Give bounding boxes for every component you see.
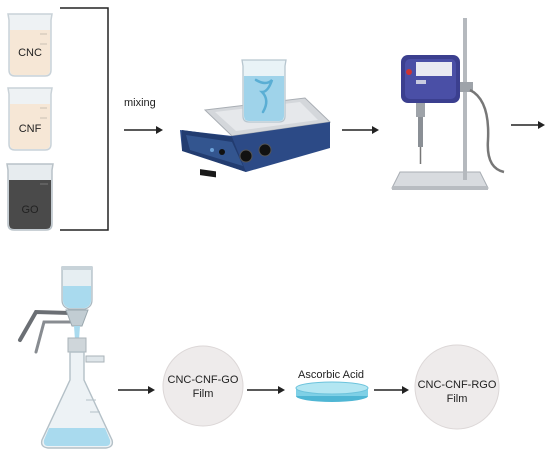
mixing-label: mixing [124, 97, 156, 109]
magnetic-stirrer-hotplate [180, 59, 332, 178]
ultrasonic-homogenizer [391, 18, 505, 190]
cnc-label: CNC [18, 47, 42, 59]
arrow-to-rgo-film [374, 386, 409, 394]
arrow-to-hotplate [124, 126, 163, 134]
cnf-liquid [10, 104, 50, 149]
cnc-beaker: CNC [7, 13, 53, 77]
rgo-film-label-line1: CNC-CNF-RGO [418, 379, 497, 391]
go-film-label-line1: CNC-CNF-GO [168, 374, 239, 386]
go-label: GO [21, 204, 39, 216]
arrow-to-filtration [511, 121, 545, 129]
petri-dish [295, 381, 369, 402]
arrow-to-go-film [118, 386, 155, 394]
cnc-liquid [10, 30, 50, 75]
ascorbic-acid-label: Ascorbic Acid [298, 369, 364, 381]
go-beaker: GO [6, 163, 54, 231]
go-film-label-line2: Film [193, 388, 214, 400]
cnc-cnf-rgo-film: CNC-CNF-RGO Film [414, 344, 500, 430]
go-liquid [9, 180, 51, 229]
arrow-to-homogenizer [342, 126, 379, 134]
cnc-cnf-go-film: CNC-CNF-GO Film [162, 345, 244, 427]
rgo-film-label-line2: Film [447, 393, 468, 405]
vacuum-filtration-flask [18, 266, 114, 449]
arrow-to-ascorbic-acid [247, 386, 285, 394]
cnf-beaker: CNF [7, 87, 53, 151]
stirred-solution [244, 76, 284, 121]
beaker-bracket [60, 7, 109, 231]
cnf-label: CNF [19, 123, 42, 135]
